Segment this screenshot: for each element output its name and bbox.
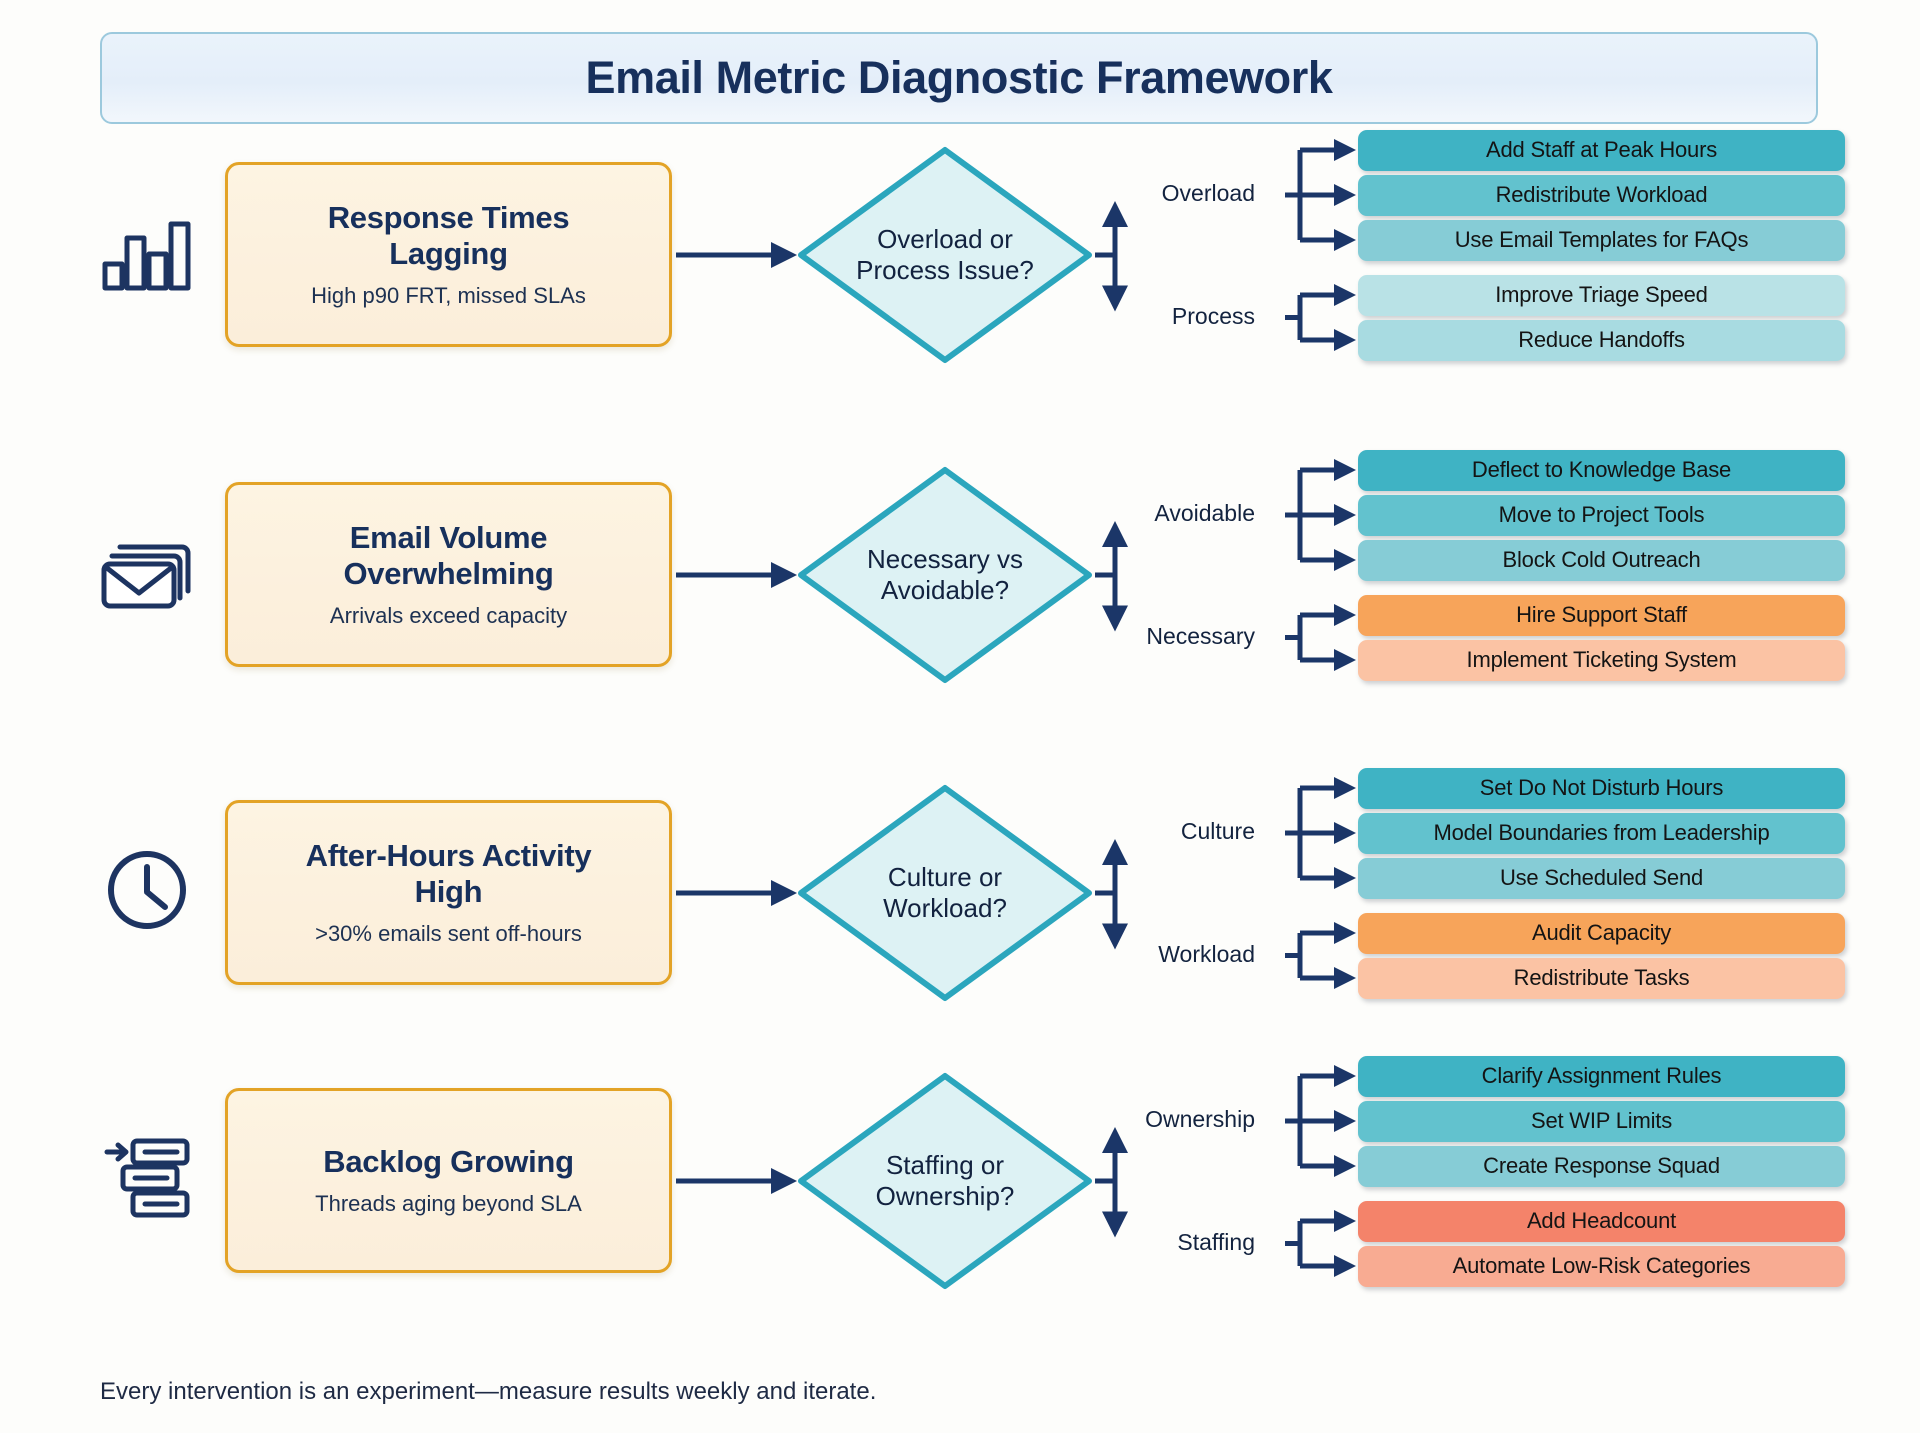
action-chip[interactable]: Use Scheduled Send [1358, 857, 1845, 899]
action-chip-label: Hire Support Staff [1516, 602, 1687, 627]
branch-label: Culture [1180, 818, 1255, 844]
action-chip-label: Automate Low-Risk Categories [1452, 1253, 1751, 1278]
action-chip-label: Redistribute Tasks [1513, 965, 1690, 990]
branch-label: Overload [1161, 180, 1255, 206]
action-chip-label: Set WIP Limits [1530, 1108, 1673, 1133]
page-title: Email Metric Diagnostic Framework [585, 52, 1333, 103]
branch-label: Avoidable [1154, 500, 1255, 526]
row-connectors [676, 459, 1356, 671]
action-chip[interactable]: Create Response Squad [1358, 1145, 1845, 1187]
branch-label: Ownership [1145, 1106, 1255, 1132]
action-chip[interactable]: Redistribute Tasks [1358, 957, 1845, 999]
problem-subtitle: Arrivals exceed capacity [329, 602, 568, 628]
action-chip[interactable]: Add Headcount [1358, 1200, 1845, 1242]
action-chip-label: Audit Capacity [1531, 920, 1672, 945]
action-chip-label: Deflect to Knowledge Base [1471, 457, 1732, 482]
action-chip[interactable]: Audit Capacity [1358, 912, 1845, 954]
diamond-shape [798, 785, 1092, 1001]
backlog-queue-icon [92, 1128, 202, 1228]
diamond-shape [798, 147, 1092, 363]
title-banner: Email Metric Diagnostic Framework [100, 32, 1818, 124]
action-chip-label: Add Staff at Peak Hours [1485, 137, 1718, 162]
action-chip-label: Use Scheduled Send [1499, 865, 1704, 890]
action-chip-label: Set Do Not Disturb Hours [1479, 775, 1724, 800]
action-chip-label: Improve Triage Speed [1495, 282, 1708, 307]
branch-label: Staffing [1177, 1228, 1255, 1255]
diamond-shape [798, 1073, 1092, 1289]
diamond-shape [798, 467, 1092, 683]
action-chip[interactable]: Add Staff at Peak Hours [1358, 129, 1845, 171]
action-chip-label: Reduce Handoffs [1518, 327, 1685, 352]
action-chip[interactable]: Model Boundaries from Leadership [1358, 812, 1845, 854]
action-chip[interactable]: Set WIP Limits [1358, 1100, 1845, 1142]
problem-subtitle: Threads aging beyond SLA [315, 1190, 582, 1216]
branch-label: Necessary [1146, 622, 1255, 649]
action-chip-label: Redistribute Workload [1495, 182, 1708, 207]
action-chip-label: Block Cold Outreach [1502, 547, 1701, 572]
action-chip[interactable]: Automate Low-Risk Categories [1358, 1245, 1845, 1287]
row-connectors [676, 1065, 1356, 1277]
action-chip-label: Use Email Templates for FAQs [1454, 227, 1749, 252]
branch-label: Workload [1158, 940, 1255, 967]
problem-subtitle: >30% emails sent off-hours [315, 920, 582, 946]
action-chip-label: Clarify Assignment Rules [1481, 1063, 1722, 1088]
action-chip[interactable]: Clarify Assignment Rules [1358, 1055, 1845, 1097]
footer-note: Every intervention is an experiment—meas… [100, 1378, 877, 1405]
action-chip[interactable]: Reduce Handoffs [1358, 319, 1845, 361]
action-chip[interactable]: Redistribute Workload [1358, 174, 1845, 216]
action-chip-label: Move to Project Tools [1498, 502, 1705, 527]
diagnostic-row: Backlog Growing Threads aging beyond SLA… [0, 1055, 1920, 1378]
action-chip-label: Implement Ticketing System [1466, 647, 1737, 672]
action-chip-label: Create Response Squad [1483, 1153, 1720, 1178]
clock-icon [92, 840, 202, 940]
problem-subtitle: High p90 FRT, missed SLAs [311, 282, 586, 308]
action-chip[interactable]: Use Email Templates for FAQs [1358, 219, 1845, 261]
action-chip[interactable]: Implement Ticketing System [1358, 639, 1845, 681]
action-chip[interactable]: Move to Project Tools [1358, 494, 1845, 536]
row-connectors [676, 139, 1356, 351]
problem-card[interactable]: Backlog Growing Threads aging beyond SLA [225, 1088, 672, 1273]
problem-title: Backlog Growing [323, 1144, 574, 1180]
action-chip[interactable]: Improve Triage Speed [1358, 274, 1845, 316]
action-chip[interactable]: Set Do Not Disturb Hours [1358, 767, 1845, 809]
action-chip[interactable]: Hire Support Staff [1358, 594, 1845, 636]
action-chip-label: Model Boundaries from Leadership [1433, 820, 1770, 845]
action-chip-label: Add Headcount [1526, 1208, 1677, 1233]
branch-label: Process [1171, 302, 1255, 329]
bar-chart-icon [92, 202, 202, 302]
action-chip[interactable]: Deflect to Knowledge Base [1358, 449, 1845, 491]
stacked-envelopes-icon [92, 522, 202, 622]
action-chip[interactable]: Block Cold Outreach [1358, 539, 1845, 581]
row-connectors [676, 777, 1356, 989]
